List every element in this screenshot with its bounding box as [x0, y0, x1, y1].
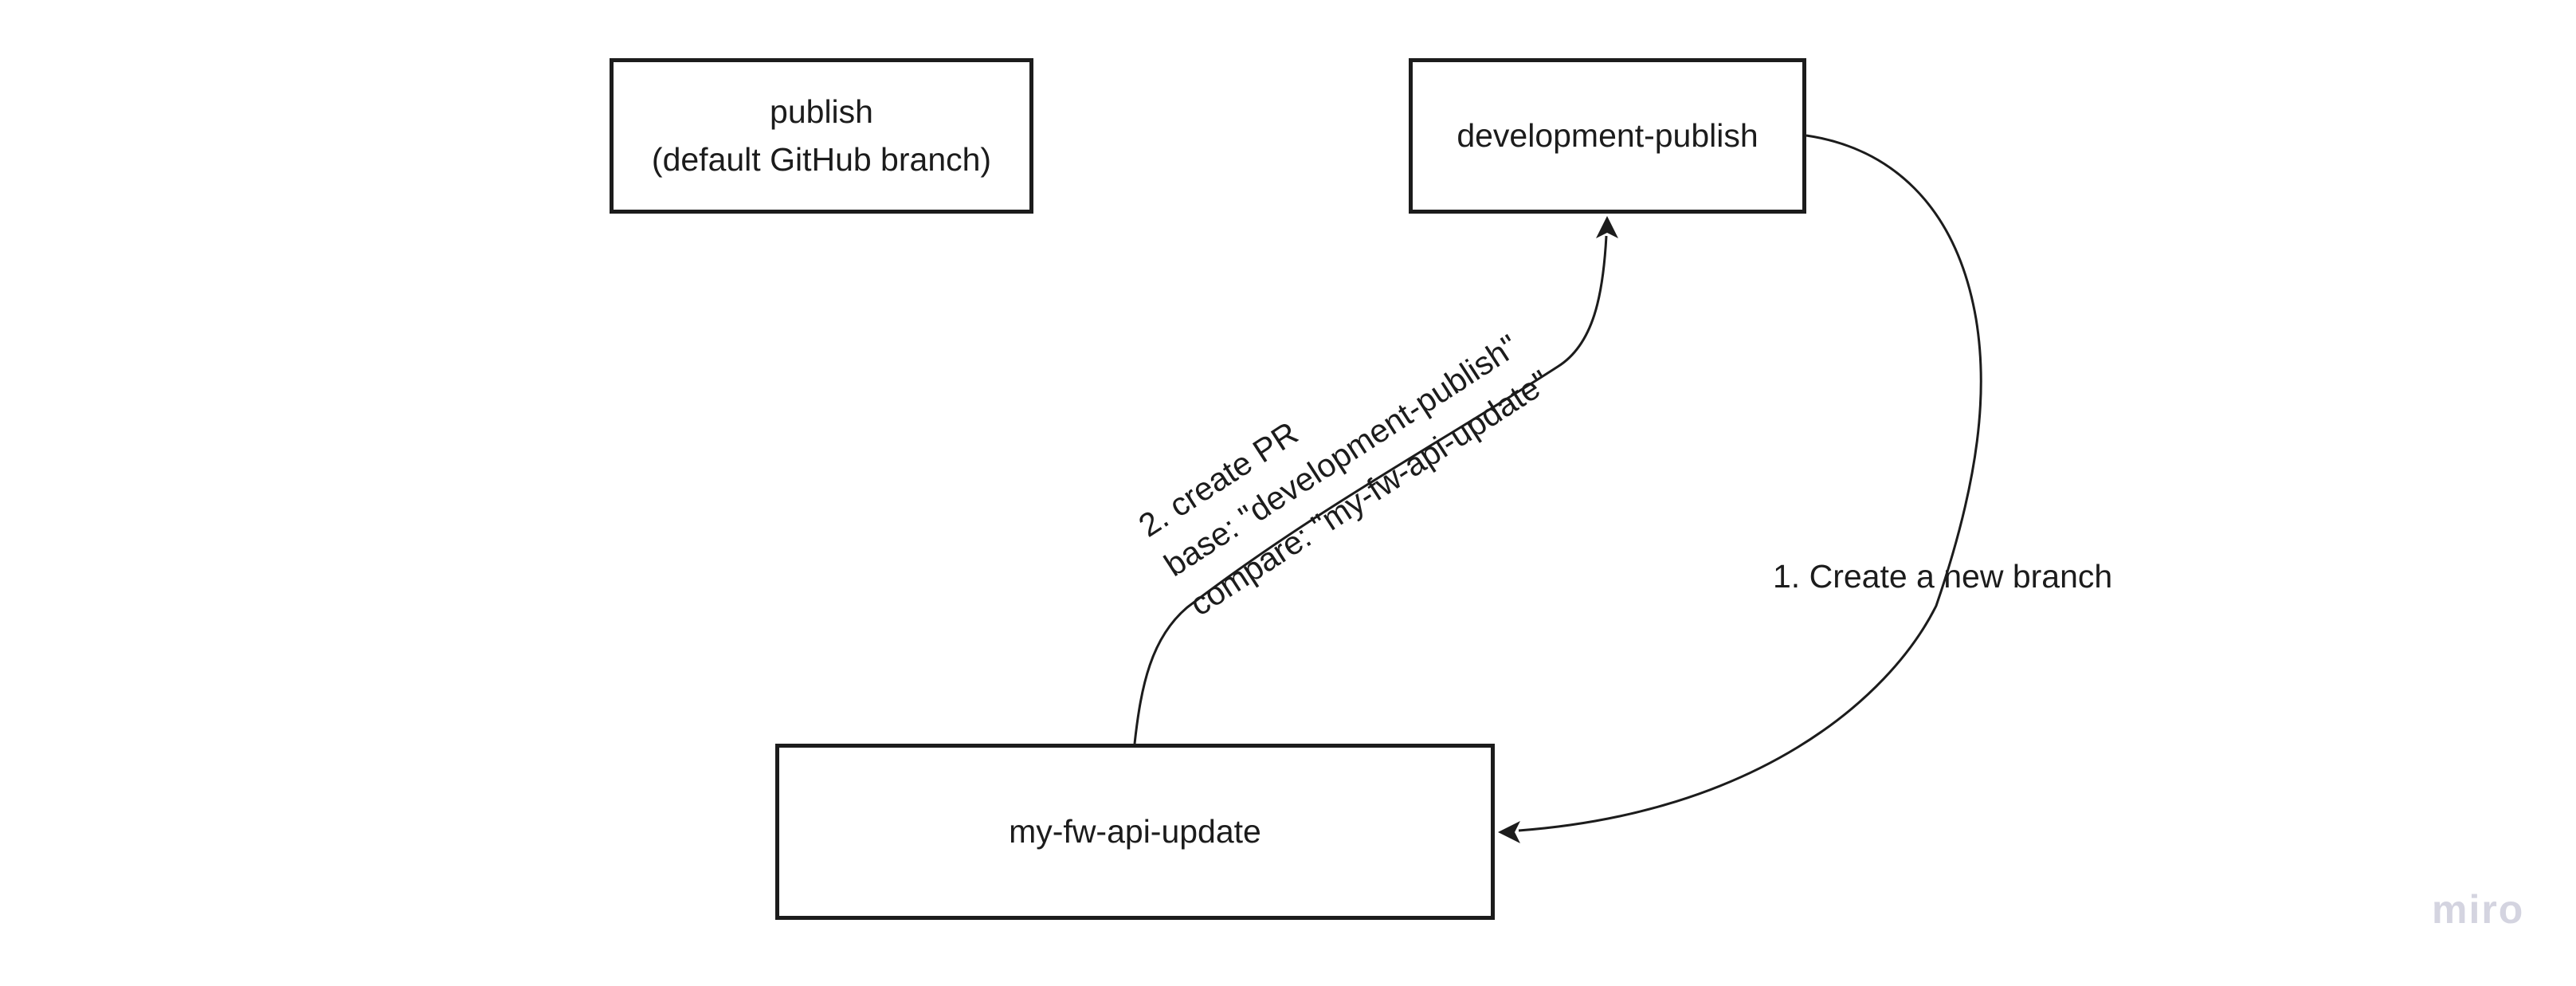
connector-create-branch-label[interactable]: 1. Create a new branch [1773, 558, 2113, 595]
connector-create-pr-label-line2: base: "development-publish" [1157, 327, 1525, 584]
node-publish[interactable]: publish (default GitHub branch) [610, 58, 1033, 214]
arrowhead-left-icon [1498, 821, 1520, 843]
connector-create-pr-path[interactable] [1133, 235, 1608, 744]
connector-create-pr-label[interactable]: 2. create PR base: "development-publish"… [1130, 280, 1559, 627]
node-development-publish[interactable]: development-publish [1409, 58, 1806, 214]
node-publish-label-line2: (default GitHub branch) [651, 140, 992, 178]
node-publish-label-line1: publish [770, 93, 873, 131]
arrowhead-up-icon [1596, 216, 1618, 238]
connector-create-branch-path[interactable] [1518, 134, 1982, 832]
node-publish-label: publish (default GitHub branch) [652, 88, 991, 183]
node-my-fw-api-update[interactable]: my-fw-api-update [775, 744, 1495, 920]
node-my-fw-api-update-label: my-fw-api-update [1009, 812, 1261, 850]
miro-logo: miro [2432, 887, 2525, 932]
node-development-publish-label: development-publish [1457, 116, 1759, 154]
